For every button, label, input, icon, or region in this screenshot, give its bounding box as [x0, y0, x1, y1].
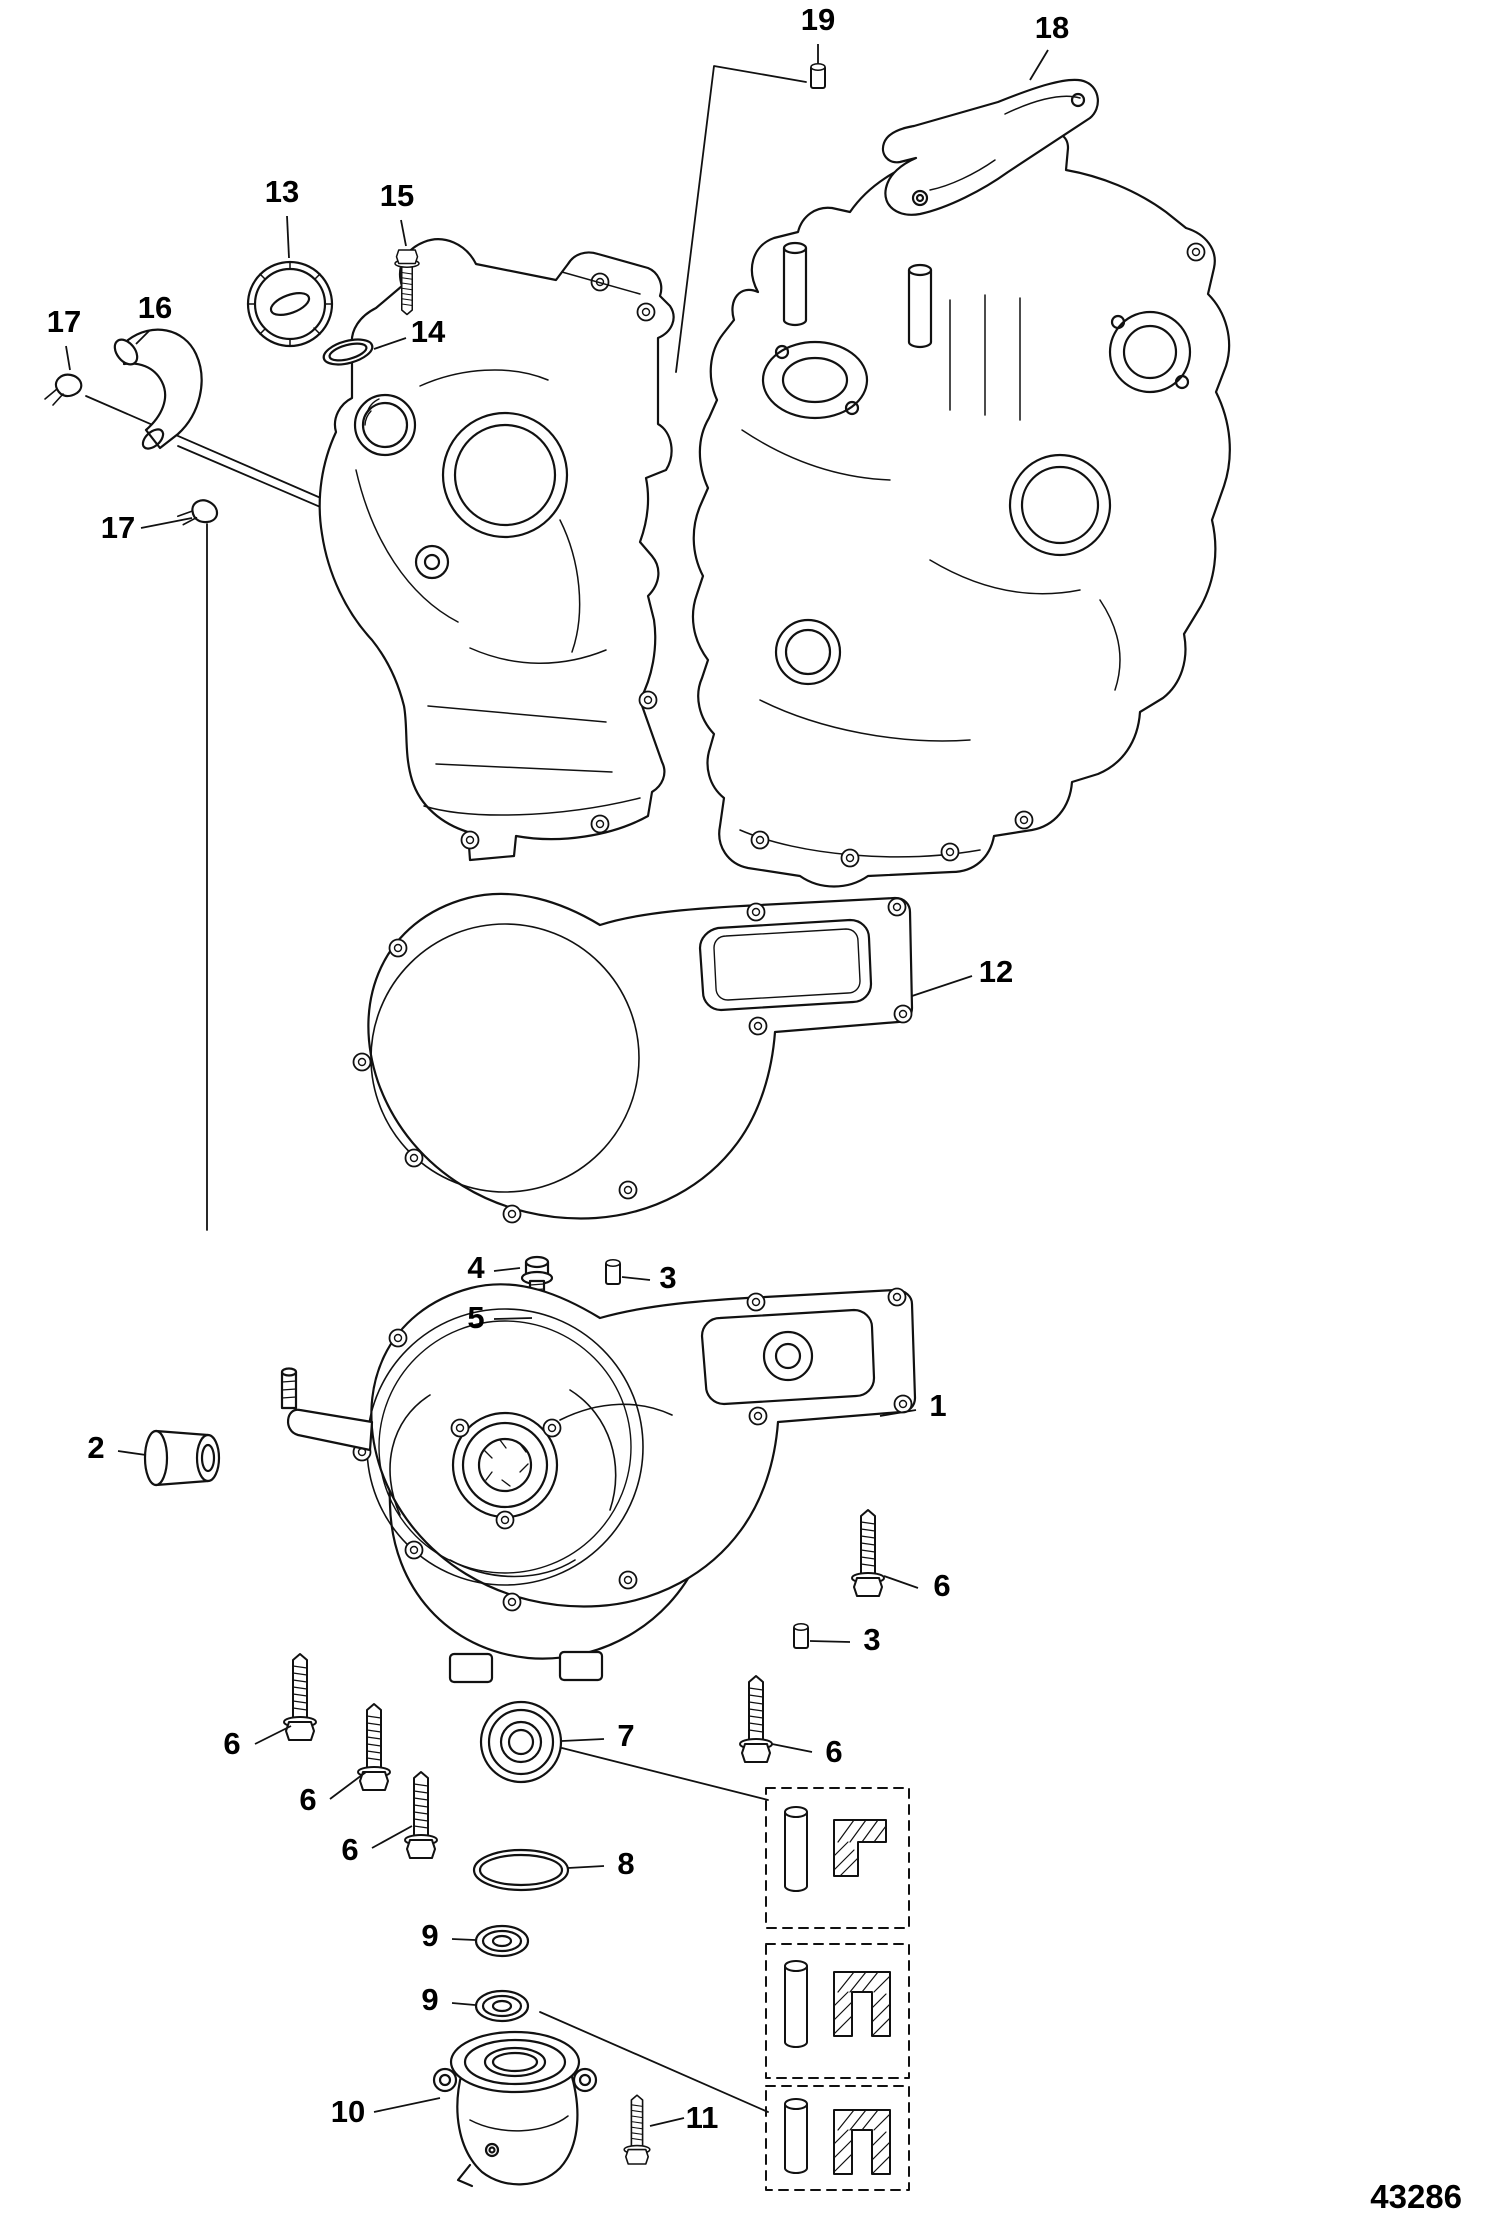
leader-line-3-10	[621, 1276, 651, 1281]
leader-line-14-6	[373, 337, 407, 350]
leader-line-6-19	[771, 1743, 813, 1753]
pump-base-10-art	[432, 2030, 598, 2188]
oil-seal-7-art	[479, 1700, 563, 1784]
assembly-lines	[85, 65, 807, 2113]
leader-line-10-24	[373, 2097, 441, 2113]
o-ring-8-art	[472, 1848, 570, 1892]
callout-6-19: 6	[825, 1734, 843, 1769]
leader-line-9-23	[451, 2002, 476, 2006]
callout-10-24: 10	[330, 2094, 366, 2129]
oil-pan-1-art	[280, 1283, 917, 1684]
leader-line-16-5	[135, 329, 151, 345]
callout-11-25: 11	[685, 2100, 719, 2135]
callout-6-17: 6	[299, 1782, 317, 1817]
callout-9-22: 9	[421, 1918, 439, 1953]
leader-line-17-7	[140, 517, 193, 529]
leader-line-6-18	[371, 1825, 413, 1849]
detail-box-1	[765, 1787, 910, 1929]
callout-14-6: 14	[410, 314, 446, 349]
leader-line-5-11	[493, 1317, 533, 1320]
clip-17a-art	[44, 373, 83, 406]
seal-9a-art	[474, 1924, 530, 1958]
callout-12-8: 12	[978, 954, 1014, 989]
callout-3-15: 3	[863, 1622, 881, 1657]
leader-line-6-14	[883, 1575, 919, 1589]
cylinder-block-art	[691, 106, 1231, 888]
callout-17-7: 17	[100, 510, 136, 545]
leader-line-6-17	[329, 1771, 367, 1800]
callout-2-12: 2	[87, 1430, 105, 1465]
bracket-18-art	[881, 78, 1099, 216]
callout-13-2: 13	[264, 174, 300, 209]
figure-number: 43286	[1370, 2178, 1462, 2215]
callout-16-5: 16	[137, 290, 173, 325]
o-ring-14-art	[322, 338, 374, 366]
leader-line-11-25	[649, 2117, 685, 2127]
leader-line-2-12	[117, 1450, 147, 1456]
callout-6-14: 6	[933, 1568, 951, 1603]
callout-3-10: 3	[659, 1260, 677, 1295]
callout-8-21: 8	[617, 1846, 635, 1881]
callout-1-13: 1	[929, 1388, 947, 1423]
leader-line-12-8	[911, 975, 973, 997]
leader-line-1-13	[879, 1409, 917, 1417]
callout-6-18: 6	[341, 1832, 359, 1867]
leader-line-15-3	[400, 219, 407, 247]
seal-9b-art	[474, 1989, 530, 2023]
grommet-2-art	[143, 1429, 221, 1487]
upper-left-housing-art	[318, 238, 675, 862]
detail-box-2	[765, 1943, 910, 2079]
leader-line-13-2	[286, 215, 290, 259]
leader-line-8-21	[567, 1865, 605, 1869]
callout-5-11: 5	[467, 1300, 485, 1335]
gasket-12-art	[352, 892, 914, 1224]
leader-line-6-16	[254, 1725, 292, 1745]
detail-box-3	[765, 2085, 910, 2191]
callout-6-16: 6	[223, 1726, 241, 1761]
callout-15-3: 15	[379, 178, 415, 213]
oil-cap-13-art	[246, 260, 334, 348]
callout-7-20: 7	[617, 1718, 635, 1753]
leader-line-17-4	[65, 345, 71, 371]
leader-line-9-22	[451, 1938, 476, 1941]
leader-line-3-15	[809, 1640, 851, 1643]
callout-9-23: 9	[421, 1982, 439, 2017]
callout-17-4: 17	[46, 304, 82, 339]
callout-4-9: 4	[467, 1250, 485, 1285]
leader-line-18-1	[1029, 49, 1049, 81]
callout-18-1: 18	[1034, 10, 1070, 45]
hose-16-art	[113, 328, 203, 450]
callout-19-0: 19	[800, 2, 836, 37]
leader-line-4-9	[493, 1267, 521, 1272]
leader-line-7-20	[561, 1738, 605, 1742]
clip-17b-art	[176, 499, 219, 526]
